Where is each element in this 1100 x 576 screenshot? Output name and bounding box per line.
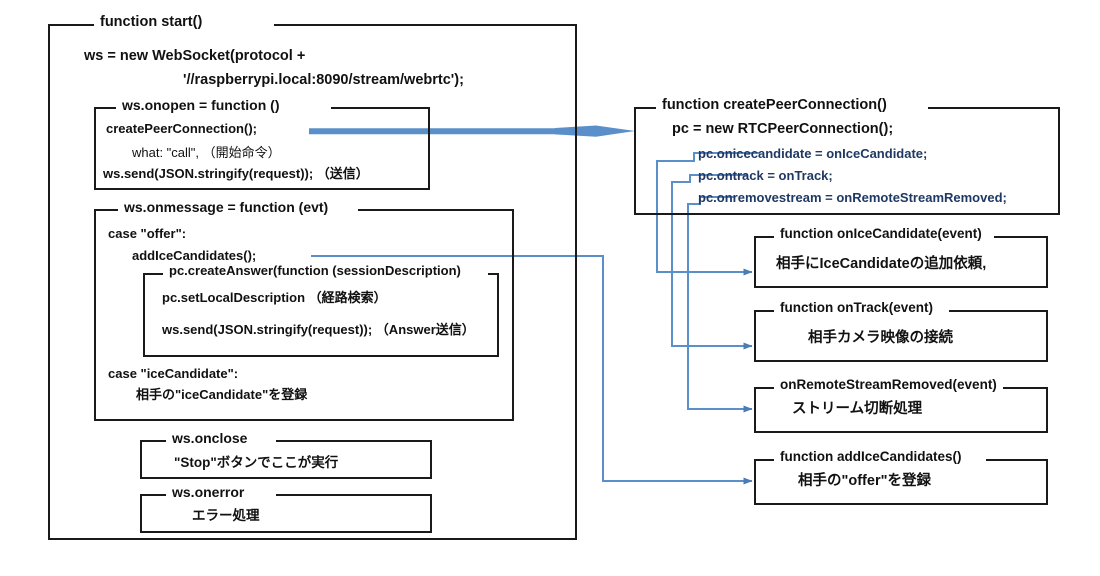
add-ice-candidates-body: 相手の"offer"を登録 bbox=[798, 473, 931, 489]
onmessage-block: ws.onmessage = function (evt) case "offe… bbox=[94, 200, 514, 421]
on-remote-stream-removed-block: onRemoteStreamRemoved(event) ストリーム切断処理 bbox=[754, 378, 1048, 433]
start-line-1: ws = new WebSocket(protocol + bbox=[84, 48, 306, 64]
add-ice-candidates-block: function addIceCandidates() 相手の"offer"を登… bbox=[754, 450, 1048, 505]
onerror-block: ws.onerror エラー処理 bbox=[140, 485, 432, 533]
create-answer-block: pc.createAnswer(function (sessionDescrip… bbox=[143, 264, 499, 357]
on-track-block: function onTrack(event) 相手カメラ映像の接続 bbox=[754, 301, 1048, 362]
create-peer-connection-block: function createPeerConnection() pc = new… bbox=[634, 98, 1060, 215]
onopen-block: ws.onopen = function () createPeerConnec… bbox=[94, 98, 430, 190]
on-remote-stream-removed-title: onRemoteStreamRemoved(event) bbox=[774, 378, 1003, 392]
onerror-block-title: ws.onerror bbox=[166, 485, 251, 499]
onclose-line-stop: "Stop"ボタンでここが実行 bbox=[174, 455, 339, 470]
create-peer-connection-title: function createPeerConnection() bbox=[656, 98, 893, 113]
cpc-line-ontrack: pc.ontrack = onTrack; bbox=[698, 168, 833, 183]
on-ice-candidate-block: function onIceCandidate(event) 相手にIceCan… bbox=[754, 227, 1048, 288]
start-block-title: function start() bbox=[94, 15, 209, 30]
cpc-line-new-rtcpeerconnection: pc = new RTCPeerConnection(); bbox=[672, 121, 894, 137]
cpc-line-onremovestream: pc.onremovestream = onRemoteStreamRemove… bbox=[698, 190, 1007, 205]
on-remote-stream-removed-body: ストリーム切断処理 bbox=[792, 401, 923, 417]
onopen-line-send: ws.send(JSON.stringify(request)); （送信） bbox=[103, 166, 369, 181]
onopen-line-what-call: what: "call", （開始命令） bbox=[132, 145, 281, 160]
add-ice-candidates-title: function addIceCandidates() bbox=[774, 450, 968, 464]
onclose-block: ws.onclose "Stop"ボタンでここが実行 bbox=[140, 431, 432, 479]
wire-onremovestream bbox=[687, 196, 753, 413]
start-line-2: '//raspberrypi.local:8090/stream/webrtc'… bbox=[183, 72, 464, 88]
on-ice-candidate-title: function onIceCandidate(event) bbox=[774, 227, 988, 241]
on-ice-candidate-body: 相手にIceCandidateの追加依頼, bbox=[776, 256, 987, 272]
onmessage-case-icecandidate: case "iceCandidate": bbox=[108, 366, 239, 381]
onmessage-register-icecandidate: 相手の"iceCandidate"を登録 bbox=[136, 387, 308, 402]
create-answer-setlocaldescription: pc.setLocalDescription （経路検索） bbox=[162, 290, 387, 305]
onopen-line-createpeerconnection: createPeerConnection(); bbox=[106, 121, 257, 136]
create-answer-send: ws.send(JSON.stringify(request)); （Answe… bbox=[162, 322, 475, 337]
onopen-block-title: ws.onopen = function () bbox=[116, 98, 286, 112]
onclose-block-title: ws.onclose bbox=[166, 431, 254, 445]
create-answer-block-title: pc.createAnswer(function (sessionDescrip… bbox=[163, 264, 467, 277]
onmessage-case-offer: case "offer": bbox=[108, 226, 187, 241]
on-track-body: 相手カメラ映像の接続 bbox=[808, 330, 953, 346]
onmessage-block-title: ws.onmessage = function (evt) bbox=[118, 200, 335, 214]
onmessage-addicecandidates: addIceCandidates(); bbox=[132, 248, 257, 263]
onerror-line-error: エラー処理 bbox=[192, 508, 260, 523]
start-block: function start() ws = new WebSocket(prot… bbox=[48, 15, 577, 540]
on-track-title: function onTrack(event) bbox=[774, 301, 940, 315]
cpc-line-onicecandidate: pc.onicecandidate = onIceCandidate; bbox=[698, 146, 928, 161]
